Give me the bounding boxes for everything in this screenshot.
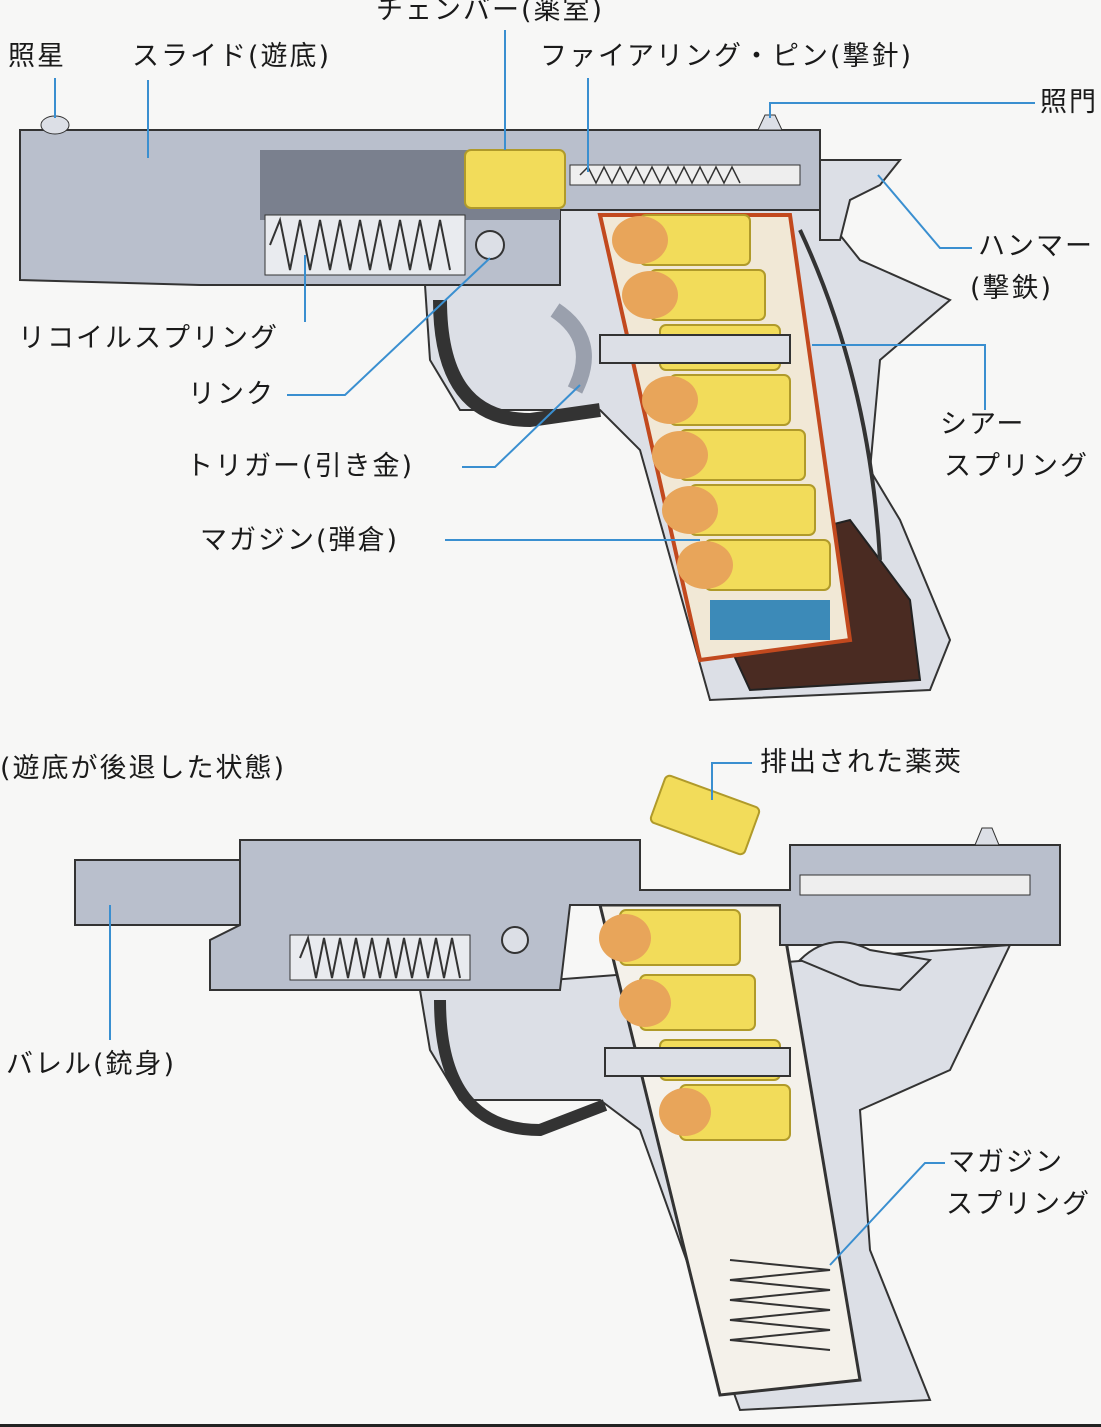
bottom-rear-sight	[974, 827, 1000, 846]
label-magazine-spring-line1: マガジン	[948, 1147, 1064, 1178]
leader-lines	[54, 30, 1035, 1266]
label-recoil-spring: リコイルスプリング	[18, 323, 279, 354]
bottom-border	[0, 1424, 1101, 1427]
trigger-bar	[599, 334, 791, 364]
leader-hammer	[877, 174, 972, 249]
hammer-shape	[819, 159, 903, 241]
label-chamber: チェンバー(薬室)	[376, 0, 605, 26]
ejected-case-shape	[649, 774, 761, 856]
bottom-trigger-guard	[434, 999, 608, 1137]
label-sear-spring-line1: シアー	[940, 409, 1026, 440]
firing-pin-spring	[579, 165, 741, 185]
front-sight-shape	[40, 115, 70, 135]
label-rear-sight: 照門	[1040, 87, 1098, 118]
top-bullet-tips	[612, 216, 733, 589]
leader-trigger	[462, 384, 581, 468]
barrel-shape	[74, 859, 246, 926]
label-slide-back-state: (遊底が後退した状態)	[0, 753, 287, 784]
leader-magazine-spring	[829, 1162, 945, 1266]
leader-sear-spring	[812, 344, 986, 410]
label-magazine: マガジン(弾倉)	[200, 525, 400, 556]
rear-sight-shape	[757, 114, 783, 131]
label-sear-spring-line2: スプリング	[944, 451, 1089, 482]
leader-link	[287, 257, 491, 396]
recoil-spring-coil	[269, 216, 451, 271]
magazine-spring-coil	[729, 1259, 831, 1351]
label-trigger: トリガー(引き金)	[186, 451, 415, 482]
label-firing-pin: ファイアリング・ピン(撃針)	[540, 41, 914, 72]
chambered-round	[464, 149, 566, 209]
bottom-hammer	[798, 941, 933, 992]
top-cartridges	[639, 214, 831, 591]
firing-pin-channel	[569, 164, 801, 186]
leader-ejected-case	[711, 762, 752, 800]
bottom-bullet-tips	[599, 914, 711, 1136]
link-pin	[475, 230, 505, 260]
leader-rear-sight	[769, 102, 1035, 118]
label-link: リンク	[188, 379, 275, 410]
top-pistol	[19, 114, 952, 702]
bottom-recoil-spring	[299, 934, 461, 979]
label-ejected-case: 排出された薬莢	[760, 747, 963, 778]
bottom-firing-pin	[799, 874, 1031, 896]
top-trigger	[550, 303, 592, 394]
sear-spring-shape	[798, 229, 882, 561]
label-barrel: バレル(銃身)	[6, 1049, 177, 1080]
bottom-pistol	[74, 774, 1061, 1412]
top-magazine-follower	[710, 600, 830, 640]
bottom-trigger-bar	[604, 1047, 791, 1077]
bottom-link-pin	[501, 926, 529, 954]
label-magazine-spring-line2: スプリング	[946, 1189, 1091, 1220]
trigger-guard	[433, 299, 601, 428]
label-hammer-line2: (撃鉄)	[970, 273, 1054, 304]
label-hammer-line1: ハンマー	[978, 231, 1094, 262]
label-front-sight: 照星	[8, 41, 66, 72]
label-slide: スライド(遊底)	[132, 41, 332, 72]
